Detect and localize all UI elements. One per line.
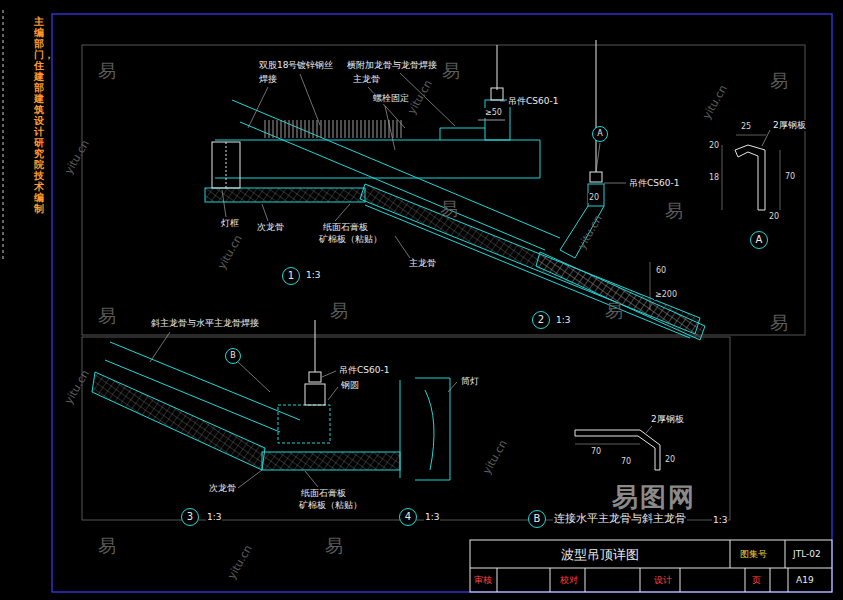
watermark: 易 — [665, 200, 683, 222]
index-letter: B — [534, 514, 541, 524]
note-text: A19 — [795, 575, 815, 586]
index-letter: 3 — [187, 512, 193, 522]
note-text: 主龙骨 — [408, 258, 437, 269]
watermark: yitu.cn — [225, 543, 255, 582]
note-text: 1:3 — [555, 315, 571, 326]
watermark: yitu.cn — [62, 368, 92, 407]
note-text: 灯框 — [220, 218, 240, 229]
signature-field: 页 — [752, 575, 761, 586]
dimension-text: 20 — [664, 455, 676, 465]
note-text: 2厚钢板 — [650, 414, 685, 425]
watermark: 易 — [770, 312, 788, 334]
dimension-text: ≥200 — [654, 290, 678, 300]
note-text: 螺栓固定 — [372, 93, 410, 104]
watermark: yitu.cn — [700, 83, 730, 122]
note-text: 吊件CS60-1 — [338, 365, 390, 376]
watermark: yitu.cn — [480, 438, 510, 477]
watermark: 易 — [442, 60, 460, 82]
note-text: 斜主龙骨与水平主龙骨焊接 — [150, 318, 260, 329]
note-text: 矿棉板（粘贴） — [298, 500, 363, 511]
index-letter: A — [597, 130, 602, 138]
note-text: 次龙骨 — [256, 222, 285, 233]
index-letter: 4 — [405, 512, 411, 522]
watermark: 易 — [98, 305, 116, 327]
note-text: 筒灯 — [460, 376, 480, 387]
detail-index-circle: A — [750, 231, 768, 249]
dimension-text: 20 — [588, 193, 600, 203]
note-text: 1:3 — [424, 512, 440, 523]
signature-field: 校对 — [560, 575, 578, 586]
note-text: 主龙骨 — [352, 74, 381, 85]
detail-index-circle: 3 — [181, 508, 199, 526]
note-text: 吊件CS60-1 — [628, 178, 680, 189]
note-text: 吊件CS60-1 — [507, 96, 559, 107]
note-text: JTL-02 — [792, 549, 822, 560]
dimension-text: 70 — [620, 457, 632, 467]
drawing-title: 波型吊顶详图 — [561, 548, 639, 561]
dimension-text: 70 — [784, 172, 796, 182]
detail-index-circle: 4 — [399, 508, 417, 526]
compiler-note: 主编部门，住建部建筑设计研究院技术编制 — [34, 16, 44, 214]
atlas-number-label: 图集号 — [740, 549, 767, 560]
watermark: 易 — [98, 535, 116, 557]
detail-index-circle: A — [592, 126, 608, 142]
watermark: 易 — [330, 300, 348, 322]
signature-field: 设计 — [654, 575, 672, 586]
watermark: 易 — [605, 300, 623, 322]
note-text: 1:3 — [712, 515, 728, 526]
dimension-text: 20 — [768, 212, 780, 222]
note-text: 焊接 — [258, 74, 278, 85]
index-letter: 2 — [538, 315, 544, 325]
dimension-text: ≥50 — [484, 108, 503, 118]
note-text: 2厚钢板 — [772, 120, 807, 131]
note-text: 纸面石膏板 — [300, 488, 347, 499]
note-text: 双股18号镀锌钢丝 — [258, 60, 334, 71]
note-text: 1:3 — [305, 270, 321, 281]
detail-index-circle: B — [225, 348, 241, 364]
watermark: 易 — [325, 535, 343, 557]
note-text: 次龙骨 — [208, 483, 237, 494]
detail-index-circle: 2 — [532, 311, 550, 329]
index-letter: 1 — [288, 271, 294, 281]
note-text: 矿棉板（粘贴） — [318, 234, 383, 245]
index-letter: B — [230, 352, 236, 360]
note-text: 横附加龙骨与龙骨焊接 — [346, 60, 438, 71]
watermark: 易 — [770, 70, 788, 92]
detail-caption: 连接水平主龙骨与斜主龙骨 — [553, 512, 687, 525]
watermark-logo: 易图网 — [612, 482, 696, 513]
watermark: yitu.cn — [215, 233, 245, 272]
signature-field: 审核 — [474, 575, 492, 586]
note-text: 纸面石膏板 — [322, 222, 369, 233]
index-letter: A — [756, 235, 763, 245]
dimension-text: 25 — [740, 122, 752, 132]
watermark: 易 — [440, 198, 458, 220]
dimension-text: 70 — [590, 447, 602, 457]
dimension-text: 18 — [708, 173, 720, 183]
watermark: 易 — [98, 60, 116, 82]
dimension-text: 20 — [708, 141, 720, 151]
detail-index-circle: B — [528, 510, 546, 528]
watermark: yitu.cn — [62, 138, 92, 177]
detail-index-circle: 1 — [282, 267, 300, 285]
note-text: 钢圆 — [340, 380, 360, 391]
note-text: 1:3 — [206, 512, 222, 523]
dimension-text: 60 — [655, 266, 667, 276]
title-cell: 波型吊顶详图 — [470, 541, 730, 568]
